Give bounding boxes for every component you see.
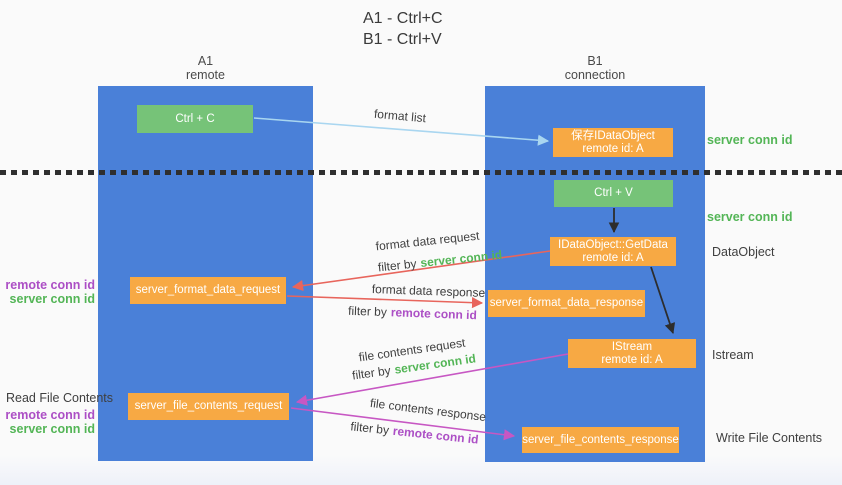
node-save-idataobject-line2: remote id: A [582,142,644,155]
server-conn-id-text: server conn id [9,291,95,306]
arrow-file-contents-response [290,407,516,441]
node-idataobject-getdata-line2: remote id: A [582,251,644,264]
node-istream: IStream remote id: A [568,339,696,368]
node-idataobject-getdata: IDataObject::GetData remote id: A [550,237,676,266]
node-ctrl-c-label: Ctrl + C [175,112,215,125]
node-ctrl-c: Ctrl + C [137,105,253,133]
arrow-getdata-to-istream [650,266,676,335]
node-save-idataobject-line1: 保存IDataObject [571,129,655,142]
remote-conn-id-text: remote conn id [390,305,478,323]
node-server-format-data-request: server_format_data_request [130,277,286,304]
node-ctrl-v: Ctrl + V [554,180,673,207]
node-ctrl-v-label: Ctrl + V [594,187,633,199]
arrow-format-list [253,117,550,146]
lifeline-a1-subtitle: remote [186,68,225,82]
arrow-format-data-request [291,250,551,292]
diagram-title: A1 - Ctrl+C B1 - Ctrl+V [363,8,443,50]
annotation-server-conn-id-top: server conn id [707,133,793,147]
node-server-file-contents-response-label: server_file_contents_response [522,433,679,446]
lifeline-b1-name: B1 [587,54,603,68]
arrow-file-contents-request [295,353,569,406]
annotation-write-file-contents: Write File Contents [716,431,823,445]
lifeline-b1-subtitle: connection [564,68,626,82]
lifeline-b1-header: B1 connection [485,54,705,82]
remote-conn-id-text: remote conn id [5,278,95,292]
filter-by-text: filter by [347,303,388,320]
title-line-1: A1 - Ctrl+C [363,10,443,27]
arrow-format-data-response [286,295,484,309]
node-istream-line1: IStream [611,340,653,353]
annotation-server-conn-id-mid: server conn id [707,210,793,224]
annotation-conn-ids-file: remote conn id server conn id [0,408,95,436]
remote-conn-id-text: remote conn id [5,408,95,422]
lifeline-a1-name: A1 [197,54,214,68]
node-server-format-data-response-label: server_format_data_response [489,297,644,309]
node-istream-line2: remote id: A [601,353,663,366]
session-divider-line [0,170,842,175]
annotation-read-file-contents: Read File Contents [6,391,114,405]
node-server-file-contents-response: server_file_contents_response [522,427,679,453]
node-server-format-data-response: server_format_data_response [488,290,645,317]
annotation-istream: Istream [712,348,754,362]
annotation-conn-ids-format: remote conn id server conn id [0,278,95,306]
node-save-idataobject: 保存IDataObject remote id: A [553,128,673,157]
node-idataobject-getdata-line1: IDataObject::GetData [558,238,668,251]
server-conn-id-text: server conn id [9,421,95,436]
node-server-file-contents-request: server_file_contents_request [128,393,289,420]
title-line-2: B1 - Ctrl+V [363,31,442,48]
lifeline-a1-header: A1 remote [98,54,313,82]
annotation-dataobject: DataObject [712,245,775,259]
node-server-file-contents-request-label: server_file_contents_request [134,400,283,412]
node-server-format-data-request-label: server_format_data_request [135,284,281,296]
